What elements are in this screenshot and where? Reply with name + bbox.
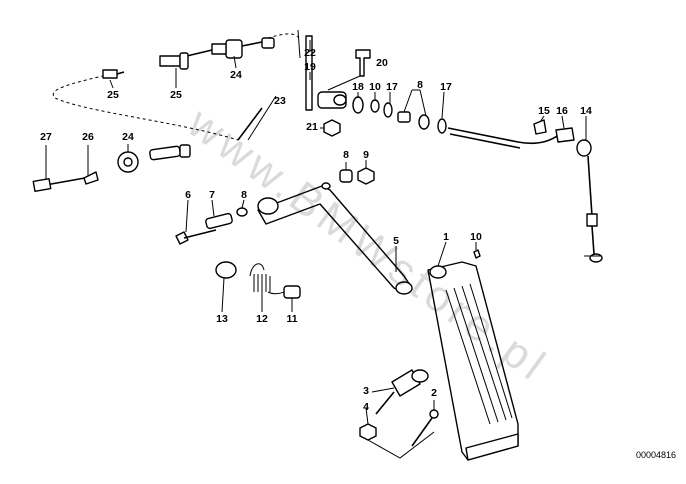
callout-19: 19 — [304, 61, 316, 73]
callout-10-top: 10 — [369, 81, 381, 93]
callout-9: 9 — [363, 149, 369, 161]
return-spring-set — [215, 261, 301, 299]
callout-25-left: 25 — [107, 89, 119, 101]
accelerator-cable — [52, 29, 301, 141]
callout-12: 12 — [256, 313, 268, 325]
pedal-shaft-lever — [257, 167, 413, 295]
cable-sleeve — [117, 144, 191, 173]
pedal-stop — [359, 369, 439, 459]
callout-25: 25 — [170, 89, 182, 101]
washers-and-bushings — [352, 96, 447, 134]
leader-lines — [45, 40, 587, 425]
callout-27: 27 — [40, 131, 52, 143]
callout-17-left: 17 — [386, 81, 398, 93]
callout-20: 20 — [376, 57, 388, 69]
callout-24-top: 24 — [230, 69, 242, 81]
callout-11: 11 — [286, 313, 297, 325]
callout-4: 4 — [363, 401, 369, 413]
watermark: www.BMWstore.pl — [178, 98, 557, 392]
callout-18: 18 — [352, 81, 364, 93]
callout-23: 23 — [274, 95, 286, 107]
accelerator-pedal — [427, 249, 519, 461]
callout-6: 6 — [185, 189, 191, 201]
callout-labels: 25 25 24 23 22 19 20 18 10 17 8 17 21 15… — [40, 47, 592, 413]
callout-1: 1 — [443, 231, 449, 243]
callout-24-left: 24 — [122, 131, 134, 143]
callout-5: 5 — [393, 235, 399, 247]
watermark-text: www.BMWstore.pl — [178, 98, 557, 392]
callout-7: 7 — [209, 189, 215, 201]
callout-8-top: 8 — [417, 79, 423, 91]
pull-rod — [447, 119, 603, 263]
document-number: 00004816 — [636, 450, 676, 460]
callout-8-low: 8 — [241, 189, 247, 201]
callout-10-pedal: 10 — [470, 231, 482, 243]
callout-22: 22 — [304, 47, 316, 59]
callout-17-right: 17 — [440, 81, 452, 93]
callout-26: 26 — [82, 131, 94, 143]
callout-13: 13 — [216, 313, 228, 325]
bolt-and-bushing — [175, 207, 248, 245]
callout-14: 14 — [580, 105, 592, 117]
callout-3: 3 — [363, 385, 369, 397]
callout-8-mid: 8 — [343, 149, 349, 161]
callout-21: 21 — [306, 121, 318, 133]
adjusting-rod — [32, 171, 99, 193]
callout-2: 2 — [431, 387, 437, 399]
callout-15: 15 — [538, 105, 550, 117]
callout-16: 16 — [556, 105, 568, 117]
lever-bracket — [305, 35, 371, 137]
